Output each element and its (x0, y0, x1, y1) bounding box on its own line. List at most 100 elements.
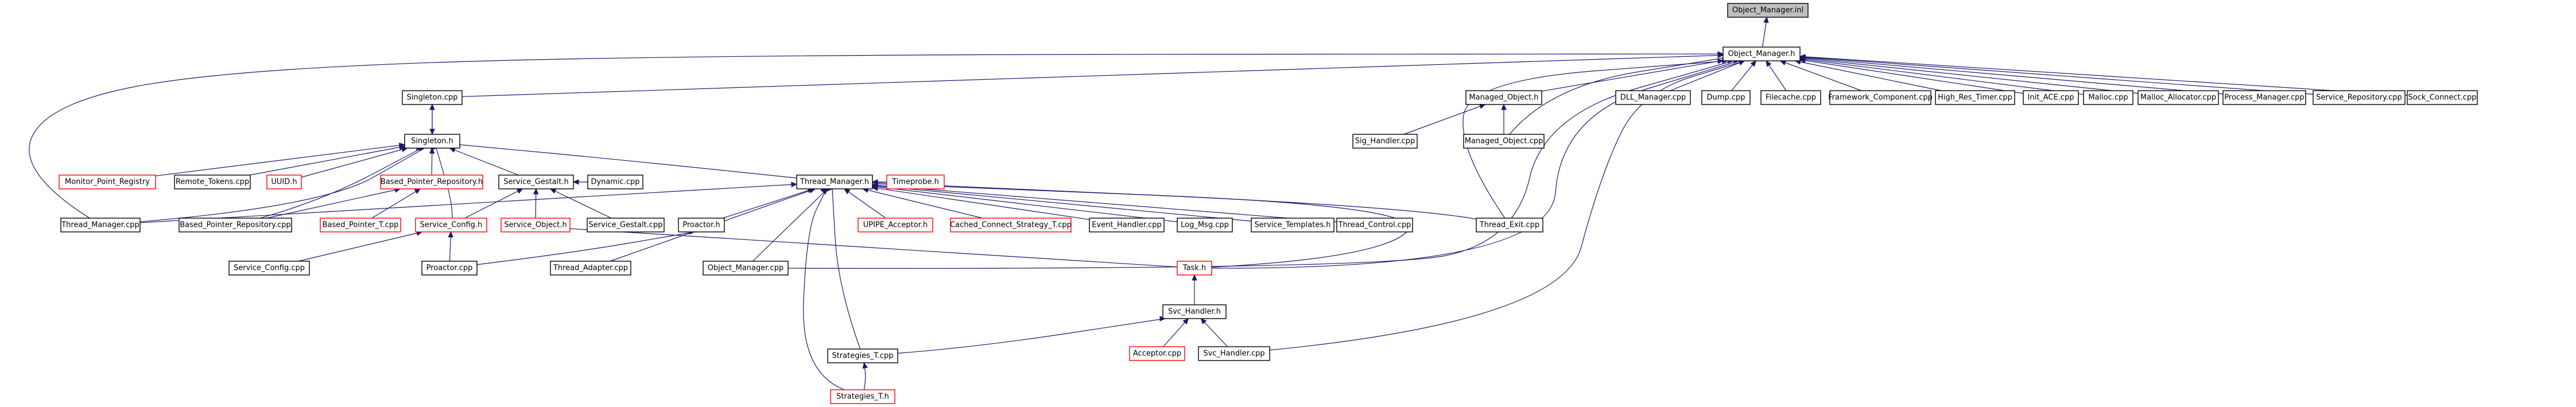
node-box[interactable] (1465, 90, 1542, 105)
node-strategies-t-h[interactable]: Strategies_T.h (830, 389, 895, 404)
node-box[interactable] (1336, 218, 1413, 232)
node-box[interactable] (1129, 346, 1185, 361)
node-dll-manager-cpp[interactable]: DLL_Manager.cpp (1615, 90, 1691, 105)
node-task-h[interactable]: Task.h (1177, 261, 1212, 276)
node-box[interactable] (2222, 90, 2306, 105)
node-box[interactable] (1727, 3, 1809, 18)
node-box[interactable] (550, 261, 631, 276)
node-box[interactable] (1935, 90, 2015, 105)
node-box[interactable] (830, 389, 895, 404)
node-box[interactable] (498, 175, 574, 189)
node-service-config-h[interactable]: Service_Config.h (415, 218, 487, 232)
node-service-config-cpp[interactable]: Service_Config.cpp (228, 261, 310, 276)
node-process-manager-cpp[interactable]: Process_Manager.cpp (2222, 90, 2306, 105)
node-based-pointer-repository-cpp[interactable]: Based_Pointer_Repository.cpp (179, 218, 292, 232)
node-log-msg-cpp[interactable]: Log_Msg.cpp (1177, 218, 1233, 232)
node-box[interactable] (1177, 261, 1212, 276)
node-box[interactable] (266, 175, 302, 189)
node-managed-object-h[interactable]: Managed_Object.h (1465, 90, 1542, 105)
node-object-manager-inl[interactable]: Object_Manager.inl (1727, 3, 1809, 18)
node-box[interactable] (703, 261, 789, 276)
node-malloc-allocator-cpp[interactable]: Malloc_Allocator.cpp (2137, 90, 2219, 105)
node-box[interactable] (2407, 90, 2478, 105)
node-box[interactable] (501, 218, 571, 232)
node-box[interactable] (796, 175, 873, 189)
node-upipe-acceptor-h[interactable]: UPIPE_Acceptor.h (858, 218, 933, 232)
node-service-gestalt-h[interactable]: Service_Gestalt.h (498, 175, 574, 189)
node-box[interactable] (179, 218, 292, 232)
node-box[interactable] (380, 175, 483, 189)
node-box[interactable] (402, 90, 463, 105)
node-managed-object-cpp[interactable]: Managed_Object.cpp (1463, 134, 1545, 149)
node-thread-manager-h[interactable]: Thread_Manager.h (796, 175, 873, 189)
node-box[interactable] (1198, 346, 1270, 361)
node-svc-handler-h[interactable]: Svc_Handler.h (1162, 304, 1227, 319)
node-framework-component-cpp[interactable]: Framework_Component.cpp (1828, 90, 1933, 105)
node-box[interactable] (228, 261, 310, 276)
node-box[interactable] (678, 218, 725, 232)
node-filecache-cpp[interactable]: Filecache.cpp (1760, 90, 1821, 105)
node-sig-handler-cpp[interactable]: Sig_Handler.cpp (1352, 134, 1418, 149)
node-singleton-cpp[interactable]: Singleton.cpp (402, 90, 463, 105)
node-sock-connect-cpp[interactable]: Sock_Connect.cpp (2407, 90, 2478, 105)
node-box[interactable] (858, 218, 933, 232)
node-event-handler-cpp[interactable]: Event_Handler.cpp (1089, 218, 1165, 232)
node-box[interactable] (421, 261, 478, 276)
node-box[interactable] (174, 175, 251, 189)
node-thread-manager-cpp[interactable]: Thread_Manager.cpp (60, 218, 141, 232)
node-box[interactable] (1829, 90, 1931, 105)
node-svc-handler-cpp[interactable]: Svc_Handler.cpp (1198, 346, 1270, 361)
node-singleton-h[interactable]: Singleton.h (404, 134, 460, 149)
node-box[interactable] (60, 218, 141, 232)
node-box[interactable] (587, 218, 665, 232)
node-remote-tokens-cpp[interactable]: Remote_Tokens.cpp (174, 175, 251, 189)
node-box[interactable] (1251, 218, 1334, 232)
node-service-repository-cpp[interactable]: Service_Repository.cpp (2313, 90, 2406, 105)
node-cached-connect-strategy-t-cpp[interactable]: Cached_Connect_Strategy_T.cpp (950, 218, 1072, 232)
node-box[interactable] (2313, 90, 2406, 105)
node-box[interactable] (1701, 90, 1751, 105)
node-box[interactable] (59, 175, 156, 189)
node-box[interactable] (1463, 134, 1545, 149)
node-box[interactable] (1615, 90, 1691, 105)
node-box[interactable] (1089, 218, 1165, 232)
node-high-res-timer-cpp[interactable]: High_Res_Timer.cpp (1935, 90, 2015, 105)
node-service-gestalt-cpp[interactable]: Service_Gestalt.cpp (587, 218, 665, 232)
node-uuid-h[interactable]: UUID.h (266, 175, 302, 189)
node-box[interactable] (1352, 134, 1418, 149)
node-malloc-cpp[interactable]: Malloc.cpp (2083, 90, 2133, 105)
node-service-templates-h[interactable]: Service_Templates.h (1251, 218, 1334, 232)
node-timeprobe-h[interactable]: Timeprobe.h (886, 175, 945, 189)
node-proactor-h[interactable]: Proactor.h (678, 218, 725, 232)
node-box[interactable] (827, 348, 898, 363)
node-dump-cpp[interactable]: Dump.cpp (1701, 90, 1751, 105)
node-box[interactable] (1760, 90, 1821, 105)
node-monitor-point-registry[interactable]: Monitor_Point_Registry (59, 175, 156, 189)
node-box[interactable] (886, 175, 945, 189)
node-thread-exit-cpp[interactable]: Thread_Exit.cpp (1476, 218, 1543, 232)
node-box[interactable] (1722, 46, 1801, 61)
node-proactor-cpp[interactable]: Proactor.cpp (421, 261, 478, 276)
node-box[interactable] (2083, 90, 2133, 105)
node-box[interactable] (2023, 90, 2079, 105)
node-box[interactable] (404, 134, 460, 149)
node-box[interactable] (2137, 90, 2219, 105)
node-service-object-h[interactable]: Service_Object.h (501, 218, 571, 232)
node-strategies-t-cpp[interactable]: Strategies_T.cpp (827, 348, 898, 363)
node-acceptor-cpp[interactable]: Acceptor.cpp (1129, 346, 1185, 361)
node-box[interactable] (587, 175, 643, 189)
node-box[interactable] (415, 218, 487, 232)
node-box[interactable] (950, 218, 1072, 232)
node-thread-control-cpp[interactable]: Thread_Control.cpp (1336, 218, 1413, 232)
node-box[interactable] (1177, 218, 1233, 232)
node-dynamic-cpp[interactable]: Dynamic.cpp (587, 175, 643, 189)
node-box[interactable] (1476, 218, 1543, 232)
node-box[interactable] (320, 218, 401, 232)
node-object-manager-h[interactable]: Object_Manager.h (1722, 46, 1801, 61)
node-based-pointer-t-cpp[interactable]: Based_Pointer_T.cpp (320, 218, 401, 232)
node-thread-adapter-cpp[interactable]: Thread_Adapter.cpp (550, 261, 631, 276)
node-based-pointer-repository-h[interactable]: Based_Pointer_Repository.h (380, 175, 483, 189)
node-init-ace-cpp[interactable]: Init_ACE.cpp (2023, 90, 2079, 105)
node-object-manager-cpp[interactable]: Object_Manager.cpp (703, 261, 789, 276)
node-box[interactable] (1162, 304, 1227, 319)
